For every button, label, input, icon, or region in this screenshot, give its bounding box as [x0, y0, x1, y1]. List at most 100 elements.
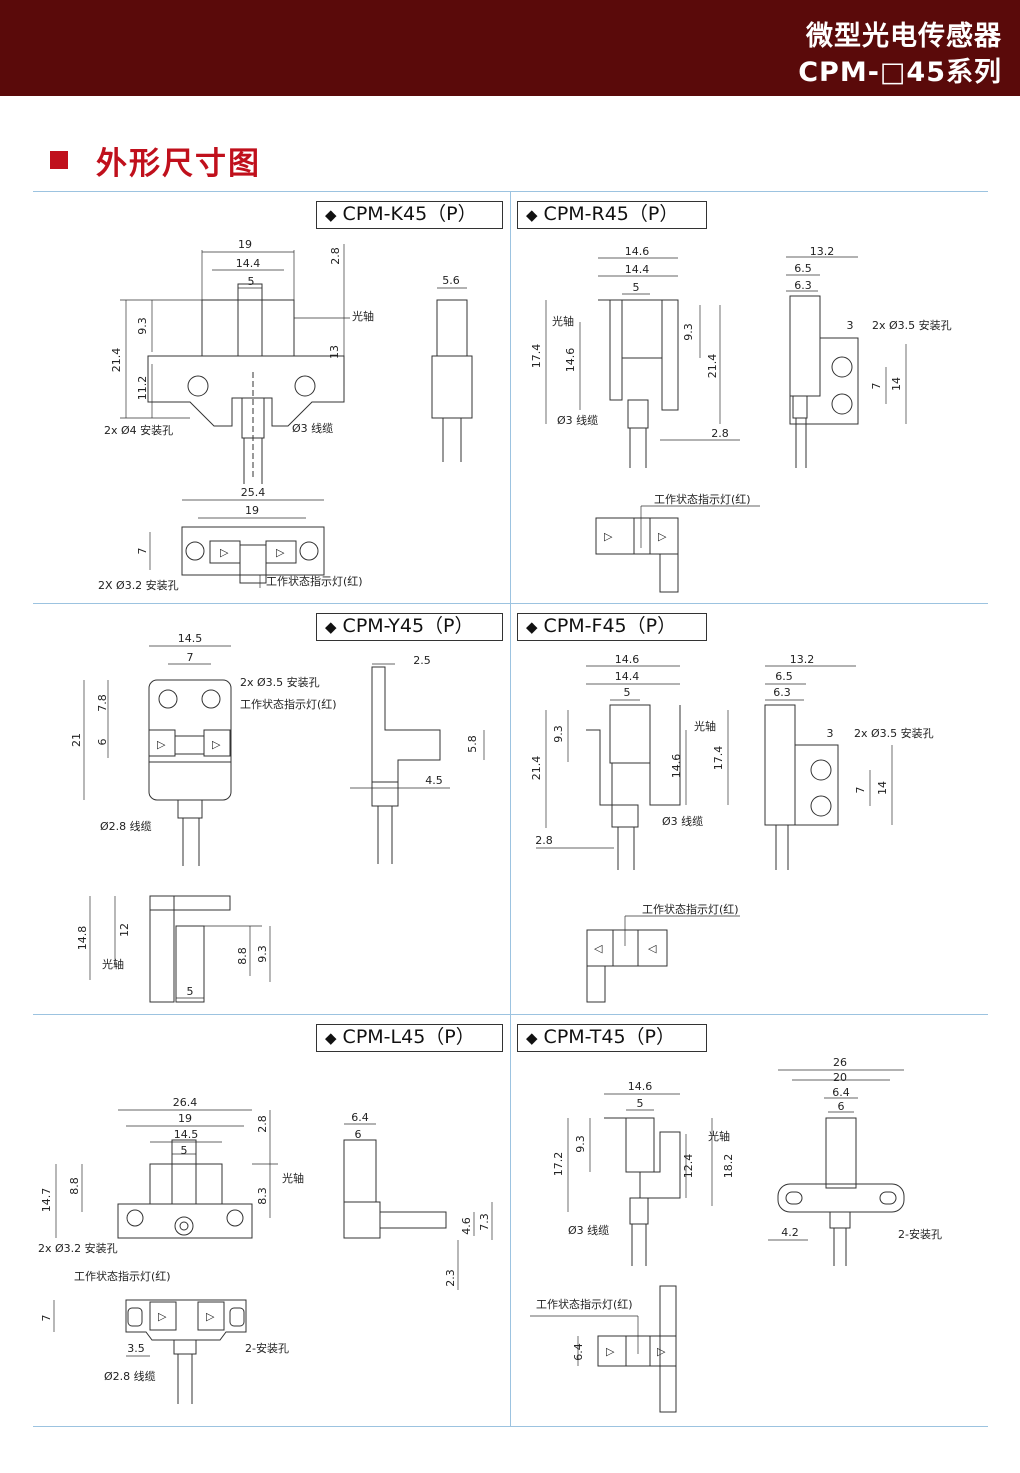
- dim-f45-b: 14.4: [615, 670, 640, 683]
- dim-r45-d: 9.3: [682, 323, 695, 341]
- dim-k45-total: 25.4: [241, 486, 266, 499]
- arrow-t45-a: ▷: [606, 1345, 615, 1358]
- arrow-y45-a: ▷: [157, 738, 166, 751]
- dim-k45-top: 2.8: [329, 247, 342, 265]
- label-t45-axis: 光轴: [708, 1129, 730, 1143]
- model-title-y45: ◆CPM-Y45（P）: [316, 613, 503, 641]
- dim-l45-d: 5: [181, 1144, 188, 1157]
- model-label-k45: CPM-K45（P）: [342, 203, 477, 225]
- dim-l45-l: 7.3: [478, 1213, 491, 1231]
- label-y45-axis: 光轴: [102, 957, 124, 971]
- dims-y45: 14.5 7 7.8 21 6 2.5 5.8 4.5 14.8 12 8.8 …: [70, 632, 479, 998]
- dim-l45-m: 2.3: [444, 1269, 457, 1287]
- dims-t45: 14.6 5 9.3 17.2 12.4 18.2 26 20 6.4 6 4.…: [536, 1056, 942, 1361]
- dim-y45-h: 4.5: [425, 774, 443, 787]
- dim-y45-m: 5: [187, 985, 194, 998]
- arrow-l45-b: ▷: [206, 1310, 215, 1323]
- dim-k45-thick: 5.6: [442, 274, 460, 287]
- dim-r45-j: 6.5: [794, 262, 812, 275]
- label-k45-holes: 2x Ø4 安装孔: [104, 423, 173, 437]
- dim-f45-h: 2.8: [535, 834, 553, 847]
- drawing-k45: [120, 244, 473, 588]
- dim-t45-d: 17.2: [552, 1152, 565, 1177]
- dim-l45-n: 7: [40, 1315, 53, 1322]
- arrow-r45-b: ▷: [658, 530, 667, 543]
- model-title-t45: ◆CPM-T45（P）: [517, 1024, 707, 1052]
- arrow-f45-a: ◁: [594, 942, 603, 955]
- dim-l45-i: 6.4: [351, 1111, 369, 1124]
- label-k45-cable: Ø3 线缆: [292, 421, 333, 435]
- dim-k45-depth: 7: [136, 548, 149, 555]
- dim-k45-height: 21.4: [110, 348, 123, 373]
- dim-k45-axis: 9.3: [136, 317, 149, 335]
- label-y45-indicator: 工作状态指示灯(红): [240, 697, 337, 711]
- dim-f45-g: 17.4: [712, 746, 725, 771]
- dim-k45-side: 13: [328, 345, 341, 359]
- dim-f45-j: 6.5: [775, 670, 793, 683]
- dim-f45-l: 3: [827, 727, 834, 740]
- dim-l45-h: 8.3: [256, 1187, 269, 1205]
- header-series: CPM-□45系列: [798, 57, 1002, 88]
- model-label-f45: CPM-F45（P）: [543, 615, 677, 637]
- dim-y45-k: 8.8: [236, 947, 249, 965]
- label-t45-cable: Ø3 线缆: [568, 1223, 609, 1237]
- dim-k45-base: 11.2: [136, 376, 149, 401]
- dim-t45-f: 18.2: [722, 1154, 735, 1179]
- dim-r45-g: 21.4: [706, 354, 719, 379]
- arrow-k45-a: ▷: [220, 546, 229, 559]
- label-l45-holes: 2x Ø3.2 安装孔: [38, 1241, 118, 1255]
- label-l45-axis: 光轴: [282, 1171, 304, 1185]
- dim-t45-h: 20: [833, 1071, 847, 1084]
- label-t45-indicator: 工作状态指示灯(红): [536, 1297, 633, 1311]
- dims-l45: 26.4 19 14.5 5 2.8 14.7 8.8 8.3 6.4 6 4.…: [38, 1096, 491, 1383]
- dim-r45-b: 14.4: [625, 263, 650, 276]
- arrow-l45-a: ▷: [158, 1310, 167, 1323]
- model-title-k45: ◆CPM-K45（P）: [316, 201, 503, 229]
- section-title: 外形尺寸图: [96, 146, 261, 182]
- dim-y45-a: 14.5: [178, 632, 203, 645]
- dim-y45-g: 5.8: [466, 735, 479, 753]
- dims-k45: 19 14.4 5 2.8 9.3 21.4 11.2 13 5.6 25.4 …: [98, 238, 460, 592]
- dim-y45-c: 7.8: [96, 694, 109, 712]
- model-title-l45: ◆CPM-L45（P）: [316, 1024, 503, 1052]
- dim-y45-l: 9.3: [256, 945, 269, 963]
- section-marker: [50, 151, 68, 169]
- dim-l45-b: 19: [178, 1112, 192, 1125]
- dim-r45-k: 6.3: [794, 279, 812, 292]
- dim-l45-k: 4.6: [460, 1217, 473, 1235]
- dim-r45-l: 3: [847, 319, 854, 332]
- drawing-t45: [530, 1069, 905, 1413]
- dim-t45-i: 6.4: [832, 1086, 850, 1099]
- dim-k45-pitch: 19: [245, 504, 259, 517]
- dim-l45-c: 14.5: [174, 1128, 199, 1141]
- dim-y45-j: 12: [118, 923, 131, 937]
- model-title-r45: ◆CPM-R45（P）: [517, 201, 707, 229]
- dim-f45-f: 14.6: [670, 754, 683, 779]
- header-bar: 微型光电传感器 CPM-□45系列: [0, 0, 1020, 96]
- model-label-r45: CPM-R45（P）: [543, 203, 679, 225]
- dim-k45-width: 19: [238, 238, 252, 251]
- label-f45-axis: 光轴: [694, 719, 716, 733]
- arrow-k45-b: ▷: [276, 546, 285, 559]
- label-f45-holes: 2x Ø3.5 安装孔: [854, 726, 934, 740]
- label-r45-axis: 光轴: [552, 314, 574, 328]
- dim-y45-d: 21: [70, 733, 83, 747]
- drawing-l45: [53, 1109, 493, 1404]
- dim-f45-k: 6.3: [773, 686, 791, 699]
- grid-line-bottom: [33, 1426, 988, 1427]
- label-k45-indicator: 工作状态指示灯(红): [266, 574, 363, 588]
- dim-f45-i: 13.2: [790, 653, 815, 666]
- dim-l45-g: 8.8: [68, 1177, 81, 1195]
- dim-y45-f: 2.5: [413, 654, 431, 667]
- dim-r45-f: 14.6: [564, 348, 577, 373]
- model-title-f45: ◆CPM-F45（P）: [517, 613, 707, 641]
- dim-t45-a: 14.6: [628, 1080, 653, 1093]
- label-y45-holes: 2x Ø3.5 安装孔: [240, 675, 320, 689]
- grid-line-center: [510, 191, 511, 1426]
- dim-l45-j: 6: [355, 1128, 362, 1141]
- arrow-f45-b: ◁: [648, 942, 657, 955]
- dim-r45-a: 14.6: [625, 245, 650, 258]
- dim-l45-a: 26.4: [173, 1096, 198, 1109]
- dims-f45: 14.6 14.4 5 9.3 21.4 14.6 17.4 2.8 13.2 …: [530, 653, 934, 955]
- dim-t45-c: 9.3: [574, 1135, 587, 1153]
